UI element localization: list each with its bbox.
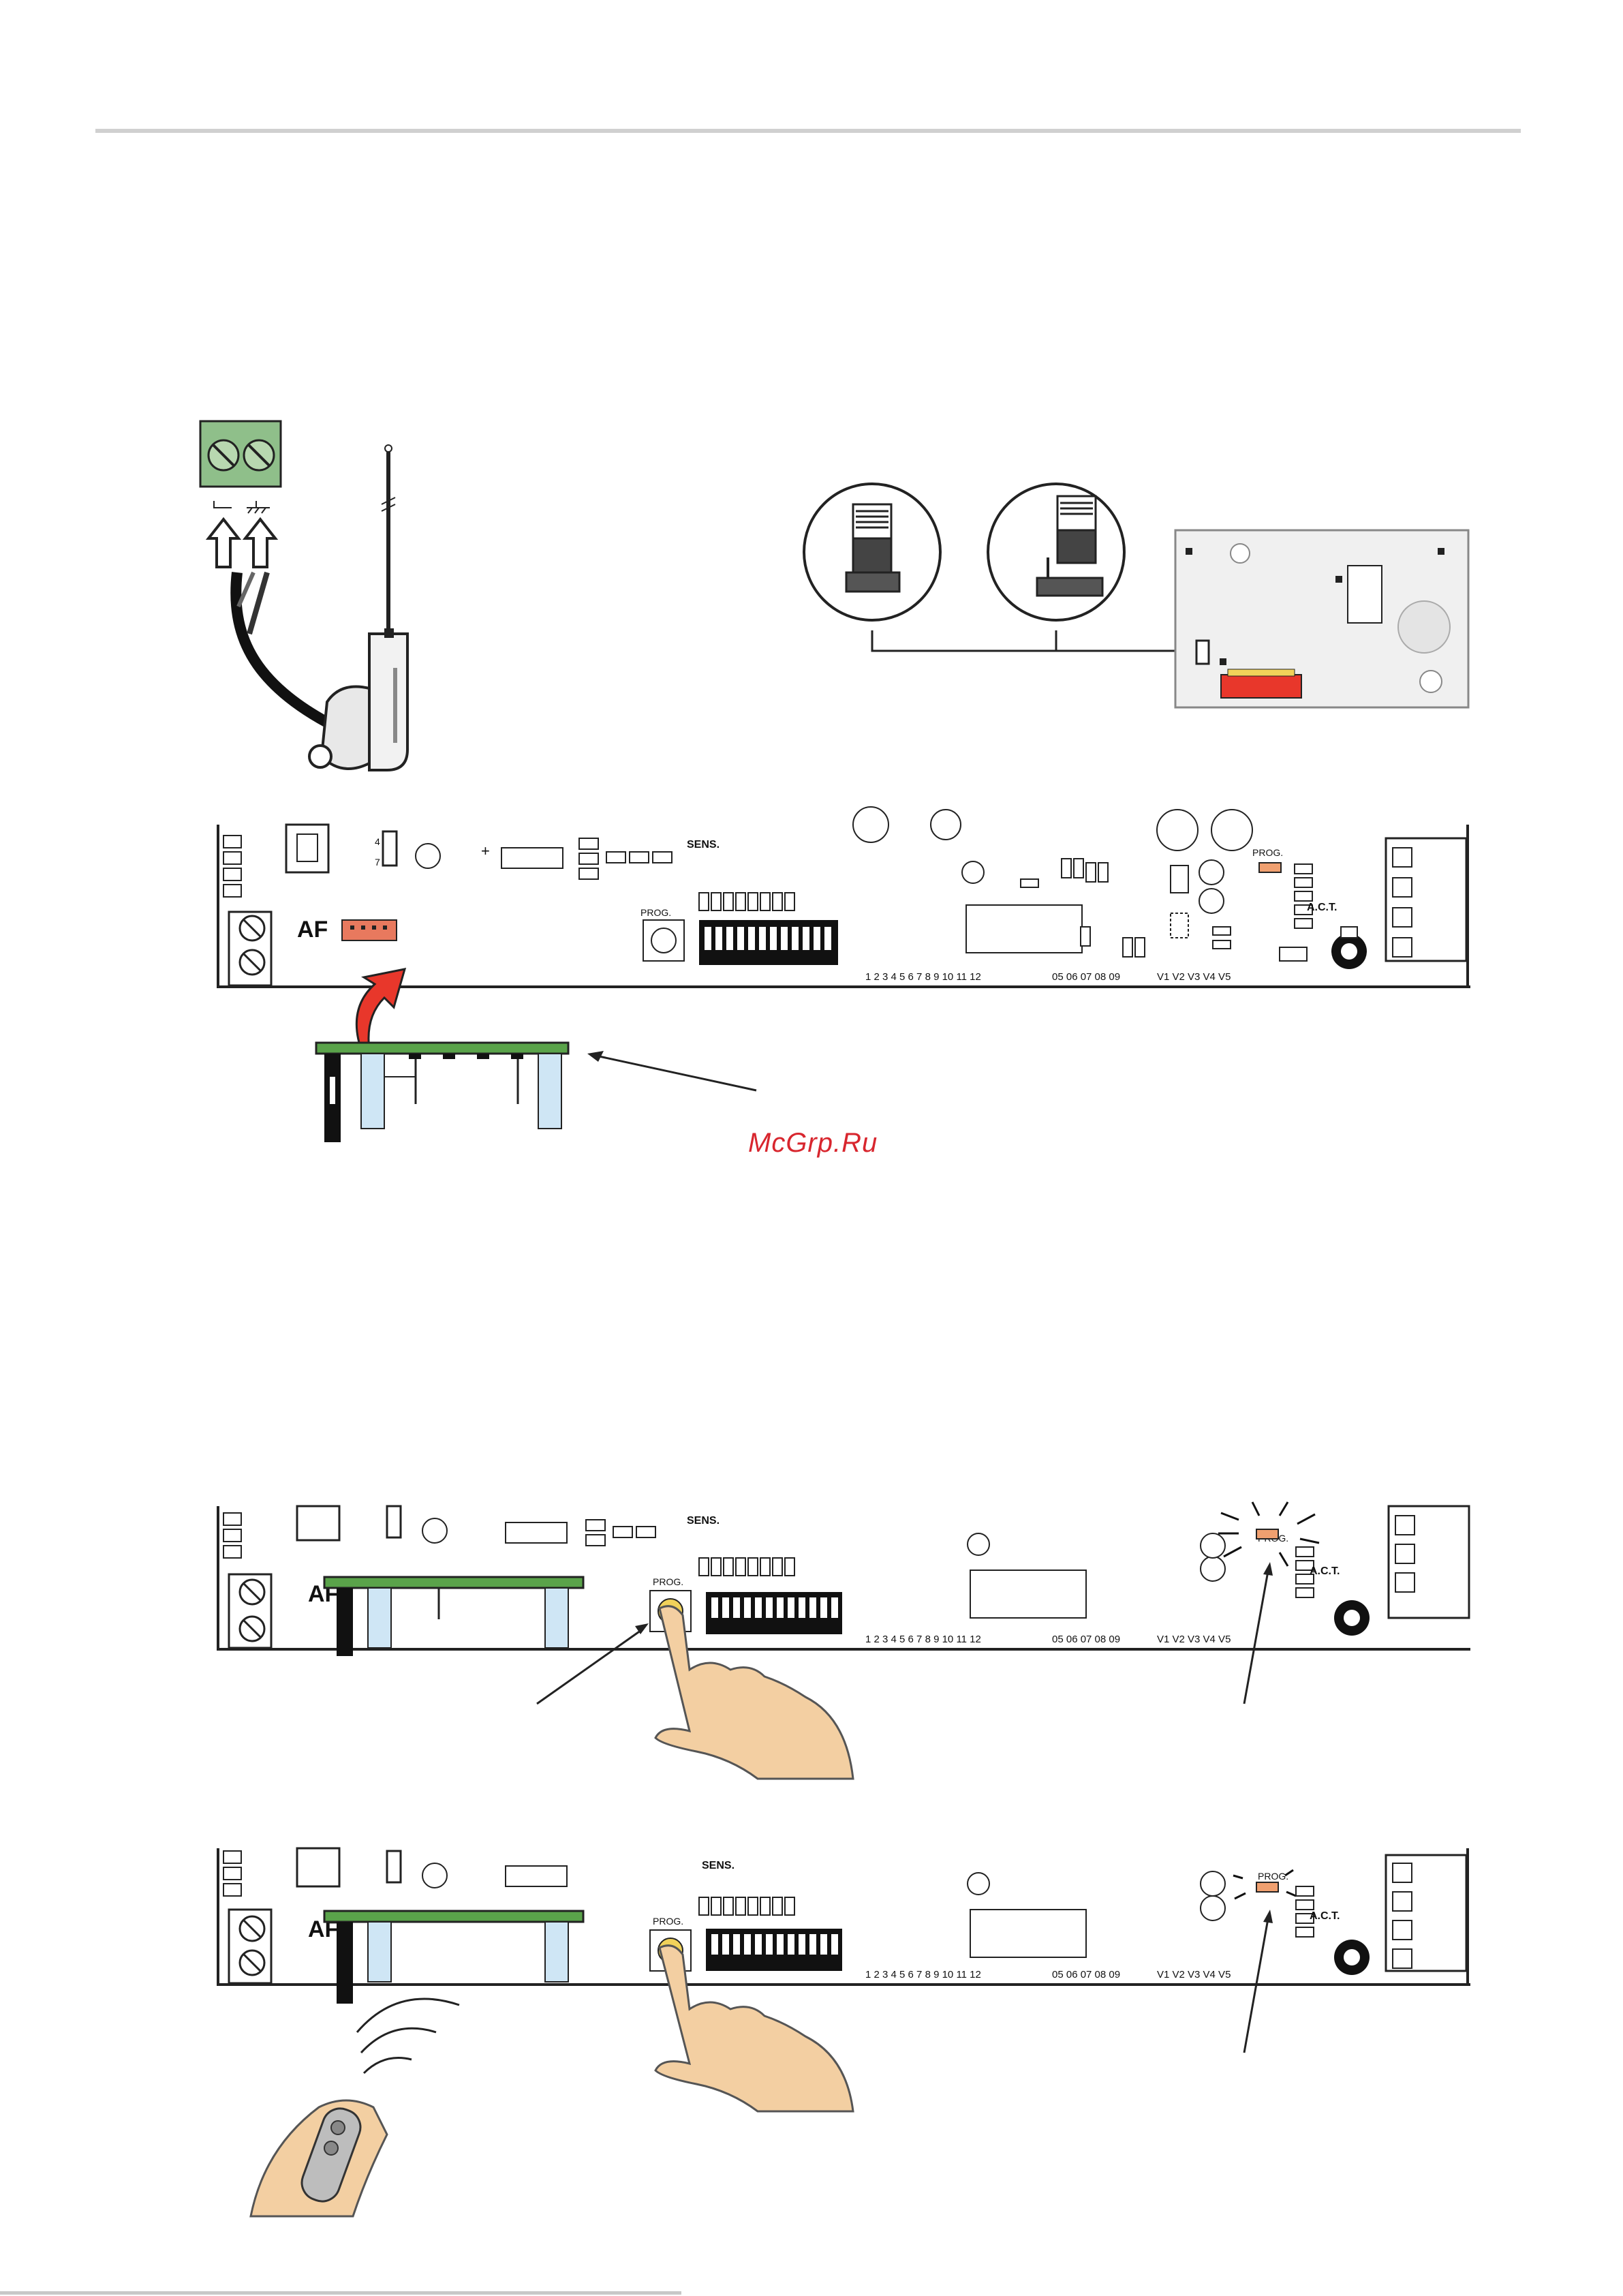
module-connector — [1221, 675, 1301, 698]
svg-text:SENS.: SENS. — [687, 1515, 720, 1527]
svg-text:A.C.T.: A.C.T. — [1310, 1910, 1340, 1922]
af-label: AF — [297, 917, 328, 943]
watermark: McGrp.Ru — [748, 1128, 878, 1159]
svg-text:PROG.: PROG. — [653, 1916, 683, 1927]
svg-text:7: 7 — [375, 857, 380, 868]
jumper-icon — [846, 504, 899, 592]
arrow-up-2 — [245, 519, 275, 567]
svg-text:V1 V2 V3 V4 V5: V1 V2 V3 V4 V5 — [1157, 1969, 1231, 1980]
svg-text:PROG.: PROG. — [653, 1576, 683, 1587]
svg-text:4: 4 — [375, 836, 380, 847]
antenna-figure — [191, 409, 477, 791]
af-connector — [342, 920, 397, 940]
footer-rule — [0, 2291, 681, 2295]
prog-led-blinking — [1256, 1529, 1278, 1539]
antenna-icon — [369, 634, 407, 770]
svg-text:05 06 07 08 09: 05 06 07 08 09 — [1052, 971, 1120, 983]
svg-text:1 2 3 4 5 6 7 8 9 10 11 12: 1 2 3 4 5 6 7 8 9 10 11 12 — [865, 971, 981, 983]
control-board-3: AF SENS. PROG. 1 2 3 4 5 6 7 8 9 10 11 1… — [217, 1848, 1470, 2230]
remote-transmitter-icon — [251, 1999, 459, 2216]
svg-text:SENS.: SENS. — [702, 1860, 735, 1871]
svg-text:A.C.T.: A.C.T. — [1310, 1565, 1340, 1577]
svg-text:1 2 3 4 5 6 7 8 9 10 11 12: 1 2 3 4 5 6 7 8 9 10 11 12 — [865, 1969, 981, 1980]
svg-text:PROG.: PROG. — [640, 907, 671, 918]
control-board-2: AF SENS. PROG. 1 2 3 4 5 6 7 8 9 10 11 1… — [217, 1506, 1470, 1779]
svg-text:1 2 3 4 5 6 7 8 9 10 11 12: 1 2 3 4 5 6 7 8 9 10 11 12 — [865, 1634, 981, 1645]
receiver-card-1 — [313, 1036, 790, 1145]
svg-text:V1 V2 V3 V4 V5: V1 V2 V3 V4 V5 — [1157, 971, 1231, 983]
svg-text:05 06 07 08 09: 05 06 07 08 09 — [1052, 1634, 1120, 1645]
header-rule — [95, 129, 1521, 133]
chip — [1348, 566, 1382, 623]
svg-text:PROG.: PROG. — [1252, 847, 1283, 858]
svg-text:05 06 07 08 09: 05 06 07 08 09 — [1052, 1969, 1120, 1980]
jumper-circle-open — [988, 484, 1124, 620]
svg-text:PROG.: PROG. — [1258, 1871, 1288, 1882]
prog-led — [1259, 863, 1281, 872]
svg-text:A.C.T.: A.C.T. — [1307, 902, 1337, 913]
arrow-up-1 — [208, 519, 238, 567]
jumper-figure — [797, 477, 1479, 722]
svg-text:+: + — [481, 842, 490, 859]
svg-text:SENS.: SENS. — [687, 839, 720, 851]
svg-text:V1 V2 V3 V4 V5: V1 V2 V3 V4 V5 — [1157, 1634, 1231, 1645]
